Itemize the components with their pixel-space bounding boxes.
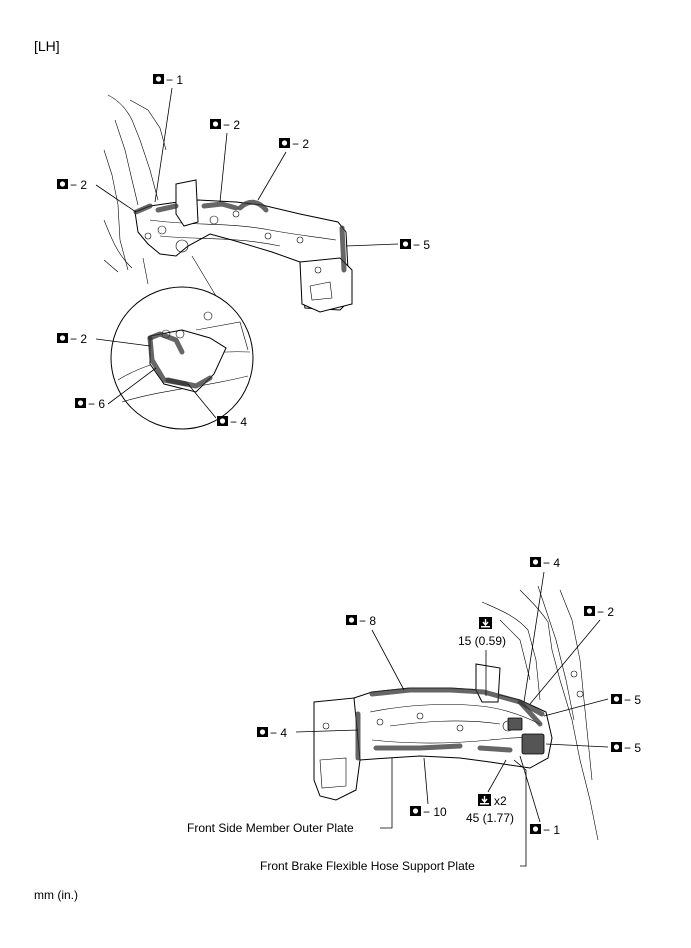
callout-2-d: − 2 (70, 332, 87, 346)
callout-2-e: − 2 (597, 605, 614, 619)
callout-4-b: − 4 (543, 556, 560, 570)
sealer-symbol-icon (410, 806, 421, 816)
sealer-symbol-icon (75, 398, 86, 408)
label-hose-plate: Front Brake Flexible Hose Support Plate (260, 859, 475, 873)
callout-1-b: − 1 (543, 823, 560, 837)
sealer-symbol-icon (57, 333, 68, 343)
label-outer-plate: Front Side Member Outer Plate (187, 821, 354, 835)
sealer-height-icon (477, 793, 492, 807)
callout-2-b: − 2 (292, 137, 309, 151)
units-note: mm (in.) (34, 888, 78, 902)
sealer-symbol-icon (153, 74, 164, 84)
side-label: [LH] (34, 38, 60, 54)
top-callouts: − 1 − 2 − 2 − 2 − 5 − 2 − 6 − 4 (57, 73, 430, 429)
sealer-symbol-icon (530, 557, 541, 567)
callout-2-c: − 2 (70, 178, 87, 192)
sealer-symbol-icon (400, 239, 411, 249)
sealer-symbol-icon (257, 727, 268, 737)
callout-4-c: − 4 (270, 726, 287, 740)
sealer-symbol-icon (346, 615, 357, 625)
callout-5-a: − 5 (624, 693, 641, 707)
measurement-qty: x2 (494, 794, 507, 808)
bottom-illustration (313, 585, 599, 841)
sealer-height-icon (478, 616, 493, 630)
callout-4-a: − 4 (230, 415, 247, 429)
callout-8: − 8 (359, 614, 376, 628)
callout-5-b: − 5 (624, 741, 641, 755)
measurement-45: 45 (1.77) (466, 811, 514, 825)
sealer-symbol-icon (279, 138, 290, 148)
sealer-symbol-icon (530, 824, 541, 834)
sealer-symbol-icon (57, 179, 68, 189)
callout-1: − 1 (166, 73, 183, 87)
top-illustration (103, 94, 353, 430)
sealer-symbol-icon (217, 416, 228, 426)
callout-5: − 5 (413, 238, 430, 252)
bottom-callouts: − 4 − 2 − 8 15 (0.59) − 5 − 4 − 5 x2 45 … (187, 556, 641, 873)
callout-2-a: − 2 (223, 118, 240, 132)
sealer-symbol-icon (611, 742, 622, 752)
callout-6: − 6 (88, 397, 105, 411)
measurement-15: 15 (0.59) (458, 634, 506, 648)
sealer-symbol-icon (584, 606, 595, 616)
callout-10: − 10 (423, 805, 447, 819)
sealer-symbol-icon (210, 119, 221, 129)
sealer-symbol-icon (611, 694, 622, 704)
